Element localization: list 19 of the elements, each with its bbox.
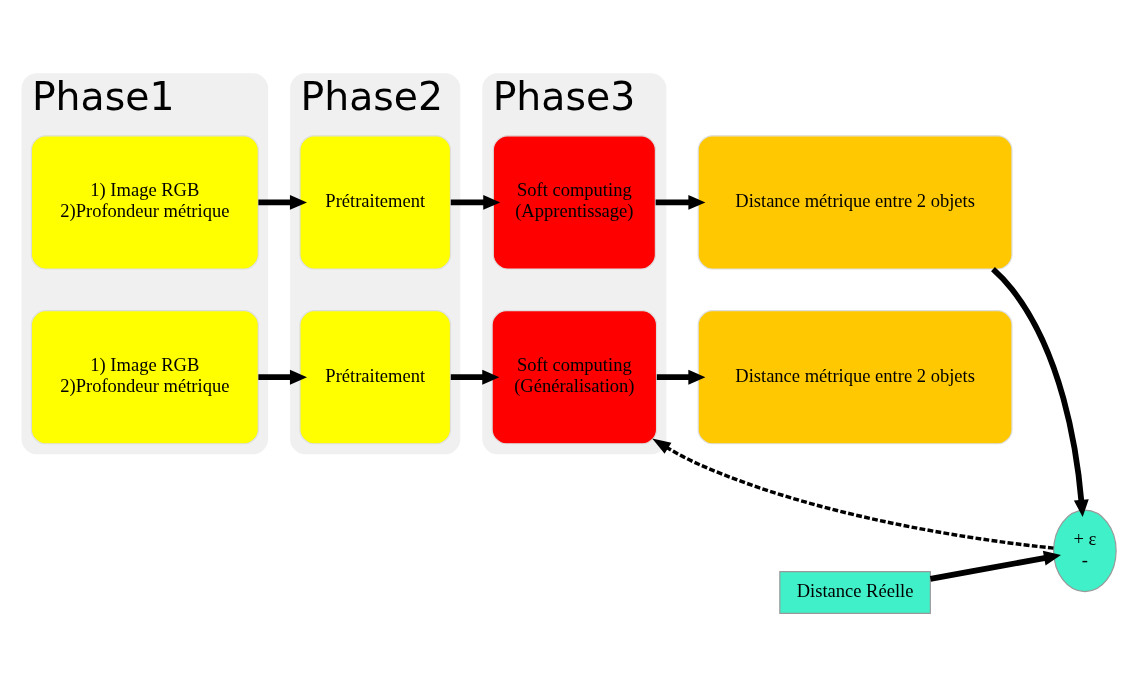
arrow [991,266,1089,517]
node-box: 1) Image RGB 2)Profondeur métrique [30,309,259,444]
node-box: Prétraitement [299,134,452,270]
arrow [655,194,706,210]
arrow [656,369,706,385]
node-box: Distance Réelle [779,570,931,614]
node-box: 1) Image RGB 2)Profondeur métrique [30,134,259,270]
node-box: Distance métrique entre 2 objets [697,134,1013,270]
node-box: Soft computing (Apprentissage) [492,134,656,270]
node-ellipse: + ε - [1053,509,1117,592]
arrow [258,369,307,385]
arrow [652,437,1054,550]
node-box: Soft computing (Généralisation) [491,309,658,444]
node-box: Prétraitement [299,309,452,444]
arrow [929,550,1061,582]
arrow [450,369,500,385]
arrow [258,194,307,210]
node-box: Distance métrique entre 2 objets [697,309,1013,444]
arrow [450,194,501,210]
